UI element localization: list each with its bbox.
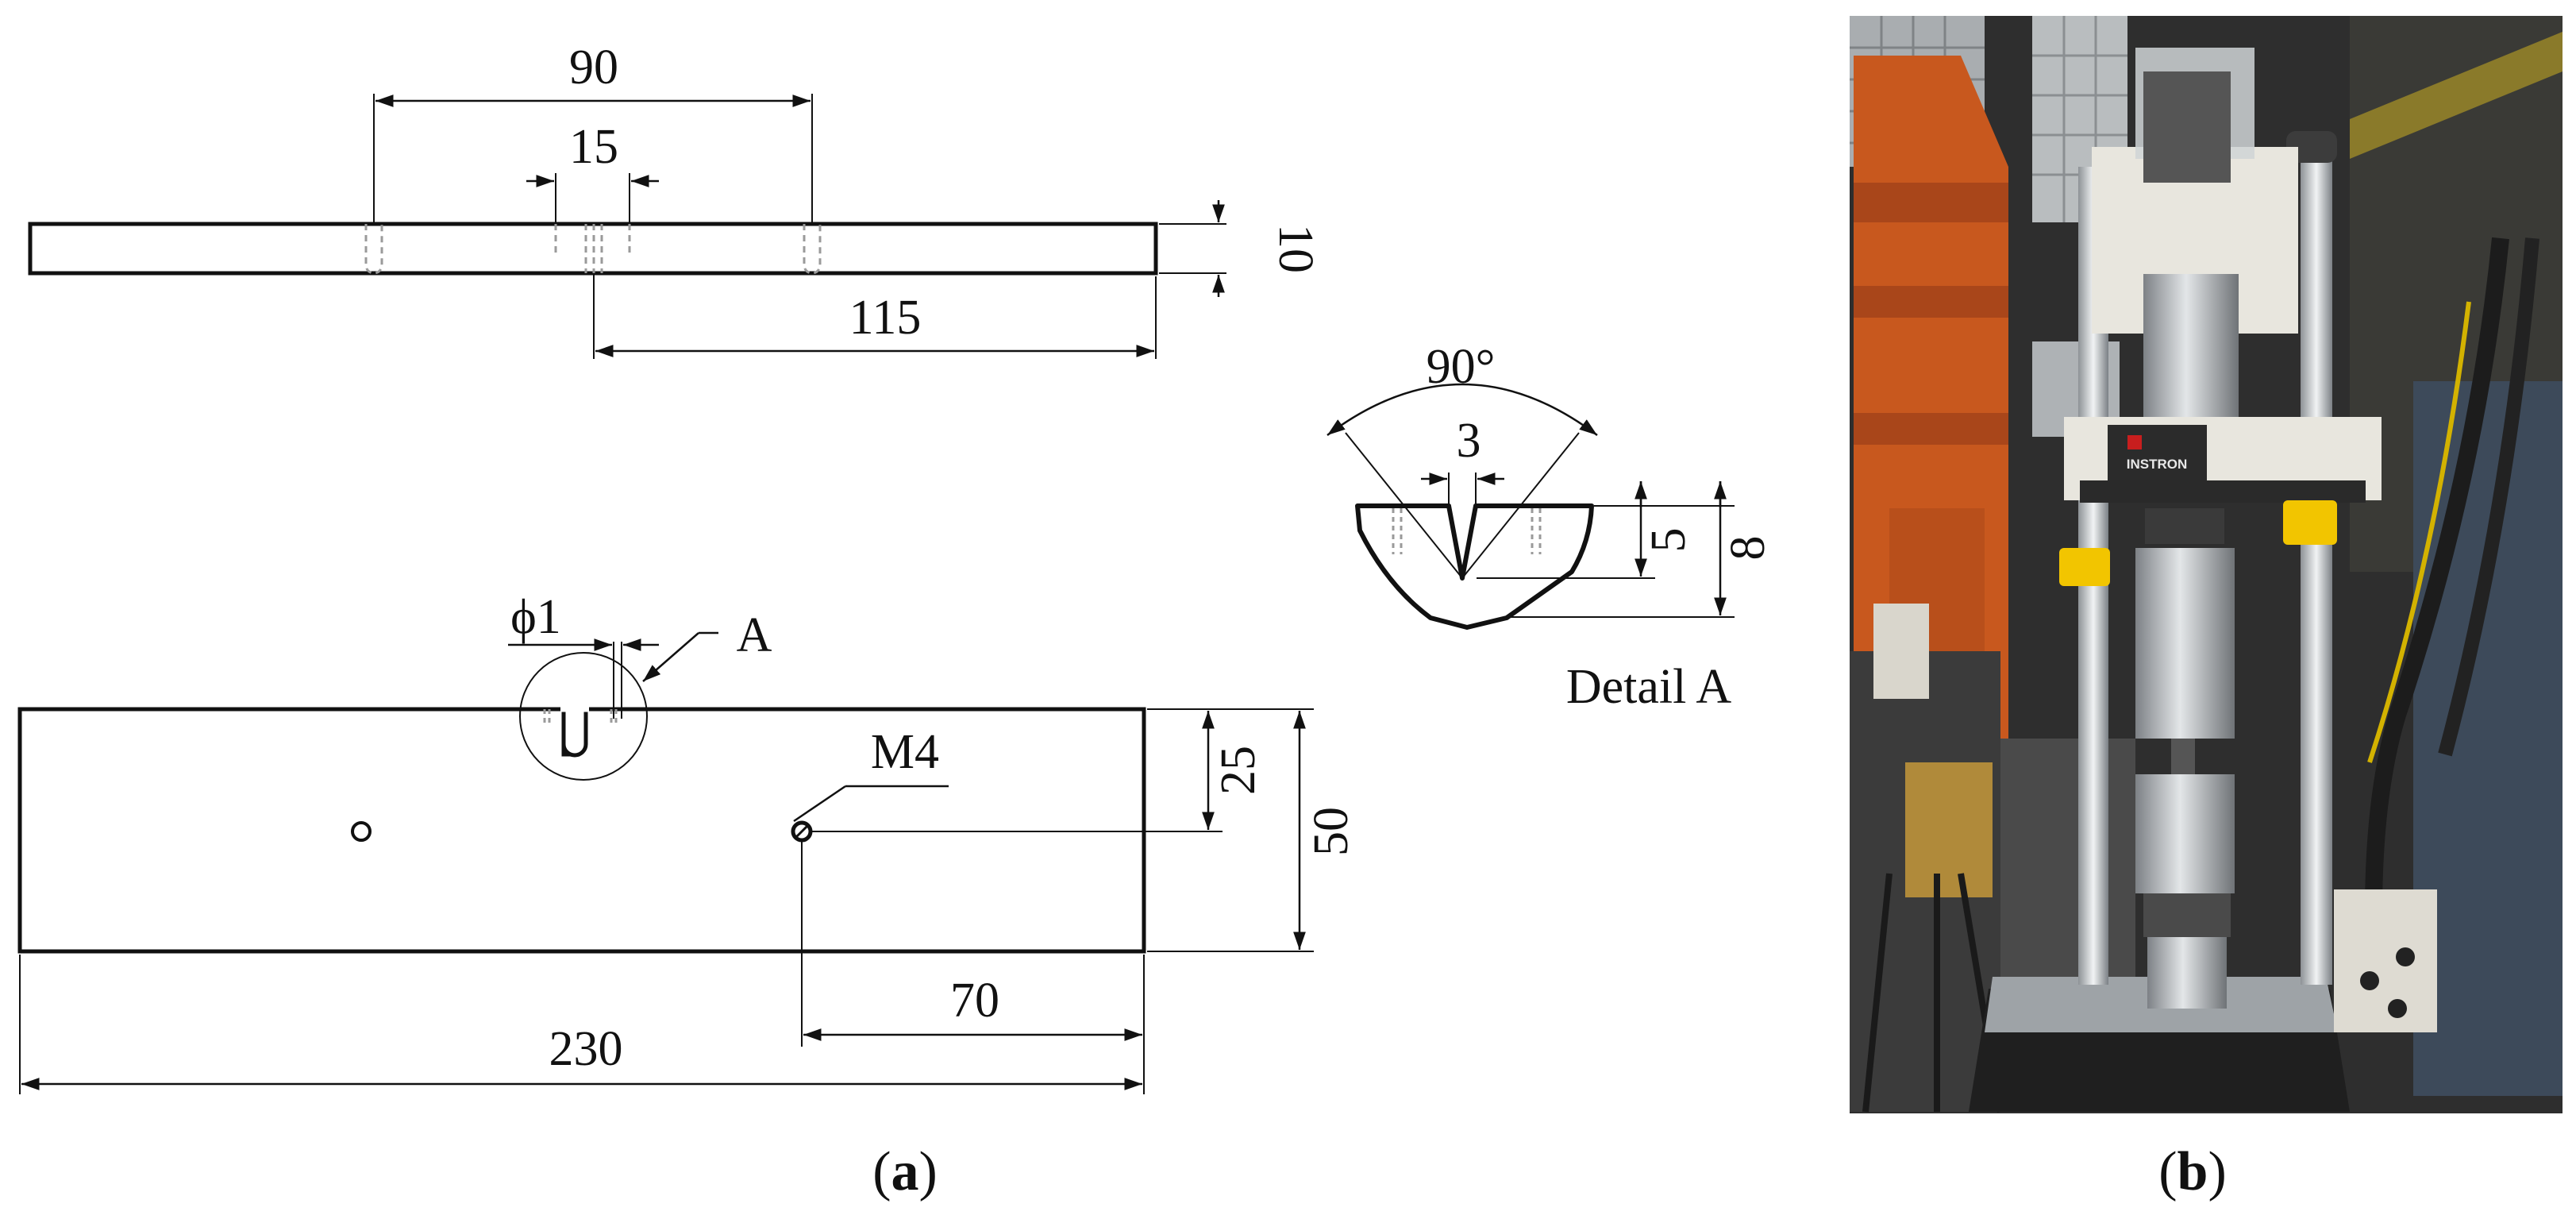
hidden-hole-lines — [364, 224, 822, 275]
detail-callout-leader — [642, 632, 699, 682]
detail-depth-8-label: 8 — [1721, 536, 1775, 561]
detail-a-outline — [1355, 503, 1594, 630]
hole-diameter-label: ϕ1 — [510, 590, 561, 644]
dim-label-90: 90 — [569, 41, 618, 95]
upper-grip — [2135, 548, 2235, 739]
caption-b: (b) — [2158, 1141, 2227, 1202]
detail-a-title: Detail A — [1566, 660, 1732, 714]
detail-a-circle — [519, 652, 648, 781]
machine-brand: INSTRON — [2127, 457, 2188, 472]
notch — [561, 709, 588, 758]
detail-angle-label: 90° — [1427, 340, 1496, 394]
dim-label-230: 230 — [549, 1022, 623, 1076]
dim-label-25: 25 — [1211, 746, 1265, 795]
hole-m4 — [791, 820, 813, 843]
lower-grip — [2135, 774, 2235, 893]
detail-a-view: 90° 3 5 8 Detail A — [1327, 340, 1775, 714]
top-view: 90 15 10 115 — [28, 41, 1323, 359]
brand-panel — [2108, 425, 2207, 480]
panel-b-photo: INSTRON (b) — [1850, 16, 2563, 1202]
control-box — [2334, 889, 2437, 1032]
clamp-right — [2283, 500, 2337, 545]
dim-label-70: 70 — [950, 974, 999, 1028]
panel-a-drawing: 90 15 10 115 — [17, 41, 1775, 1202]
detail-callout-label: A — [737, 608, 772, 662]
clamp-left — [2059, 548, 2110, 586]
front-view: ϕ1 A M4 25 50 — [17, 590, 1358, 1094]
caption-a: (a) — [872, 1141, 938, 1202]
dim-label-15: 15 — [569, 120, 618, 174]
dim-label-10: 10 — [1269, 224, 1323, 273]
dim-label-115: 115 — [849, 291, 922, 345]
hole-left — [351, 821, 372, 842]
machine-column-right — [2301, 143, 2332, 985]
thread-label-m4: M4 — [871, 725, 939, 779]
detail-depth-5-label: 5 — [1642, 528, 1696, 553]
detail-width-label: 3 — [1457, 414, 1481, 468]
angle-arc — [1327, 383, 1598, 436]
dim-label-50: 50 — [1304, 807, 1358, 856]
